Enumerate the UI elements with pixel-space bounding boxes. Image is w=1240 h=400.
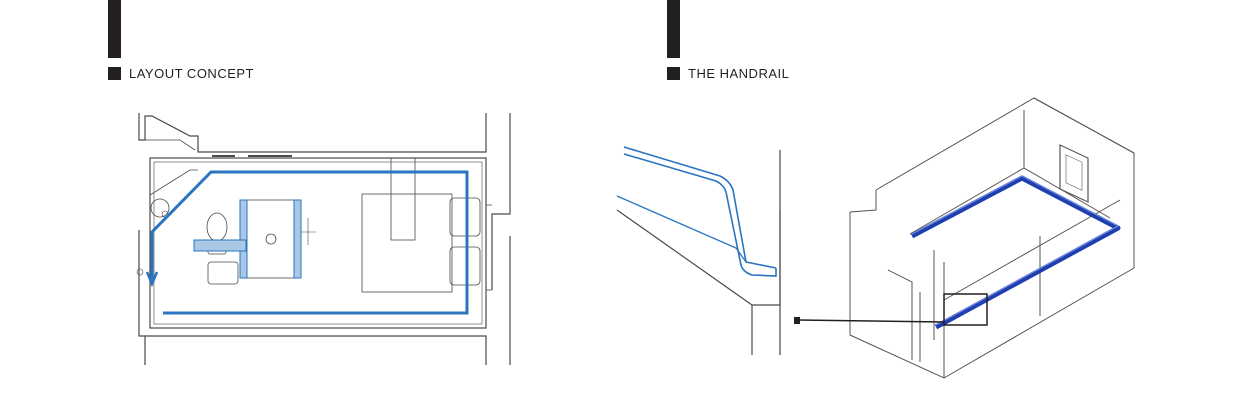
window-frame xyxy=(1059,144,1089,203)
cylinder-knob xyxy=(265,233,277,245)
pillow-bottom xyxy=(449,246,481,286)
title-square-right xyxy=(667,67,680,80)
circulation-arrowhead xyxy=(145,271,159,288)
room-outline xyxy=(149,157,487,329)
callout xyxy=(797,293,988,326)
entry-angle xyxy=(149,169,198,225)
rail-detail-lower xyxy=(616,195,747,263)
cylinder-unit xyxy=(245,199,299,279)
door-knob xyxy=(136,268,144,276)
panel-title-layout-concept: LAYOUT CONCEPT xyxy=(129,66,254,81)
rail-detail-outer xyxy=(623,146,777,269)
vanity xyxy=(207,261,239,285)
room-floor-line xyxy=(943,199,1121,316)
rail-detail-inner xyxy=(623,153,777,277)
layout-blue-bars xyxy=(193,199,302,279)
section-marker-bar-right xyxy=(667,0,680,58)
handrail-detail xyxy=(616,146,781,355)
desk xyxy=(390,157,416,241)
room-back-top xyxy=(849,97,1135,213)
wall-top-left xyxy=(138,113,487,153)
callout-marker xyxy=(794,317,800,324)
wall-bottom xyxy=(138,230,511,365)
handrail-blue-highlight xyxy=(911,175,1120,326)
section-marker-bar-left xyxy=(108,0,121,58)
panel-title-the-handrail: THE HANDRAIL xyxy=(688,66,790,81)
small-tick xyxy=(300,218,316,245)
blue-bar-vertical-2 xyxy=(293,199,302,279)
room-outer xyxy=(849,97,1135,379)
toilet-bowl xyxy=(206,212,228,242)
callout-leader xyxy=(797,319,945,323)
room-inner-wall xyxy=(933,110,1025,340)
handrail-back xyxy=(910,175,1121,330)
circulation-line xyxy=(150,170,469,315)
window-glass xyxy=(1065,154,1083,191)
shower-circle xyxy=(150,198,170,218)
circulation-path xyxy=(145,170,469,315)
layout-plan xyxy=(136,113,511,365)
blue-bar-vertical-1 xyxy=(239,199,248,279)
handrail-blue xyxy=(910,175,1121,330)
bed xyxy=(361,193,453,293)
window-right xyxy=(486,204,492,291)
room-inner xyxy=(153,161,483,325)
entry-angle-2 xyxy=(145,139,196,151)
pillow-top xyxy=(449,197,481,237)
wall-top-right xyxy=(491,113,511,236)
blue-bar-horizontal xyxy=(193,239,247,252)
callout-box xyxy=(943,293,988,326)
room-door xyxy=(887,269,921,362)
room-inner-back xyxy=(909,167,1111,235)
title-square-left xyxy=(108,67,121,80)
handrail-room xyxy=(849,97,1135,379)
